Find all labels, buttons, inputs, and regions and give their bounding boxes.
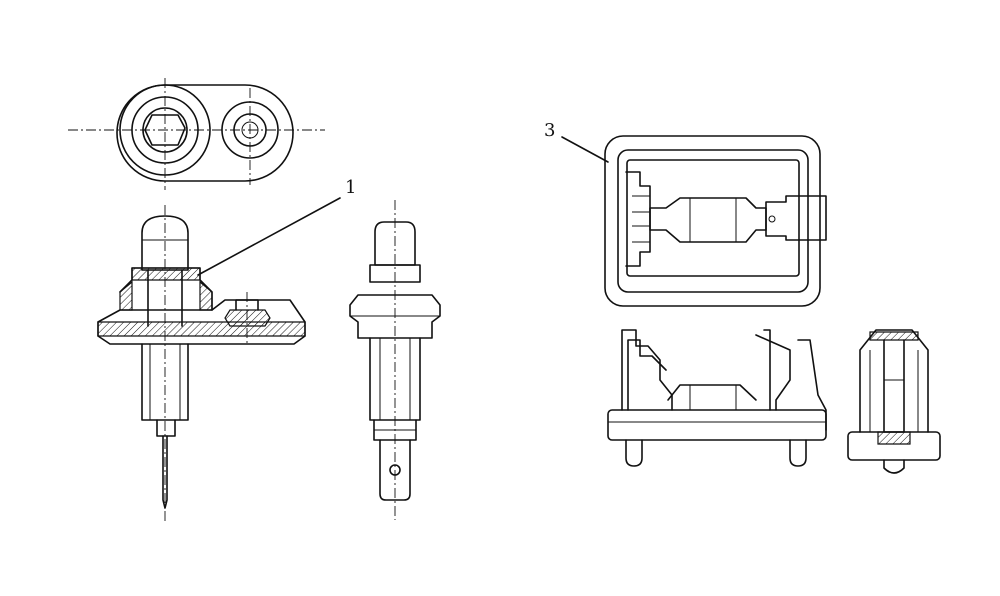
callout-3-label: 3 <box>544 120 555 141</box>
part1-side-section <box>97 205 306 522</box>
callout-3-leader <box>561 136 609 163</box>
callout-1-leader <box>197 197 341 276</box>
part1-top-view <box>68 78 325 190</box>
part3-side-view <box>607 329 827 467</box>
part1-front-view <box>349 200 441 520</box>
part3-top-view <box>604 135 827 307</box>
part3-end-view <box>847 329 941 474</box>
callout-1-label: 1 <box>345 177 356 198</box>
